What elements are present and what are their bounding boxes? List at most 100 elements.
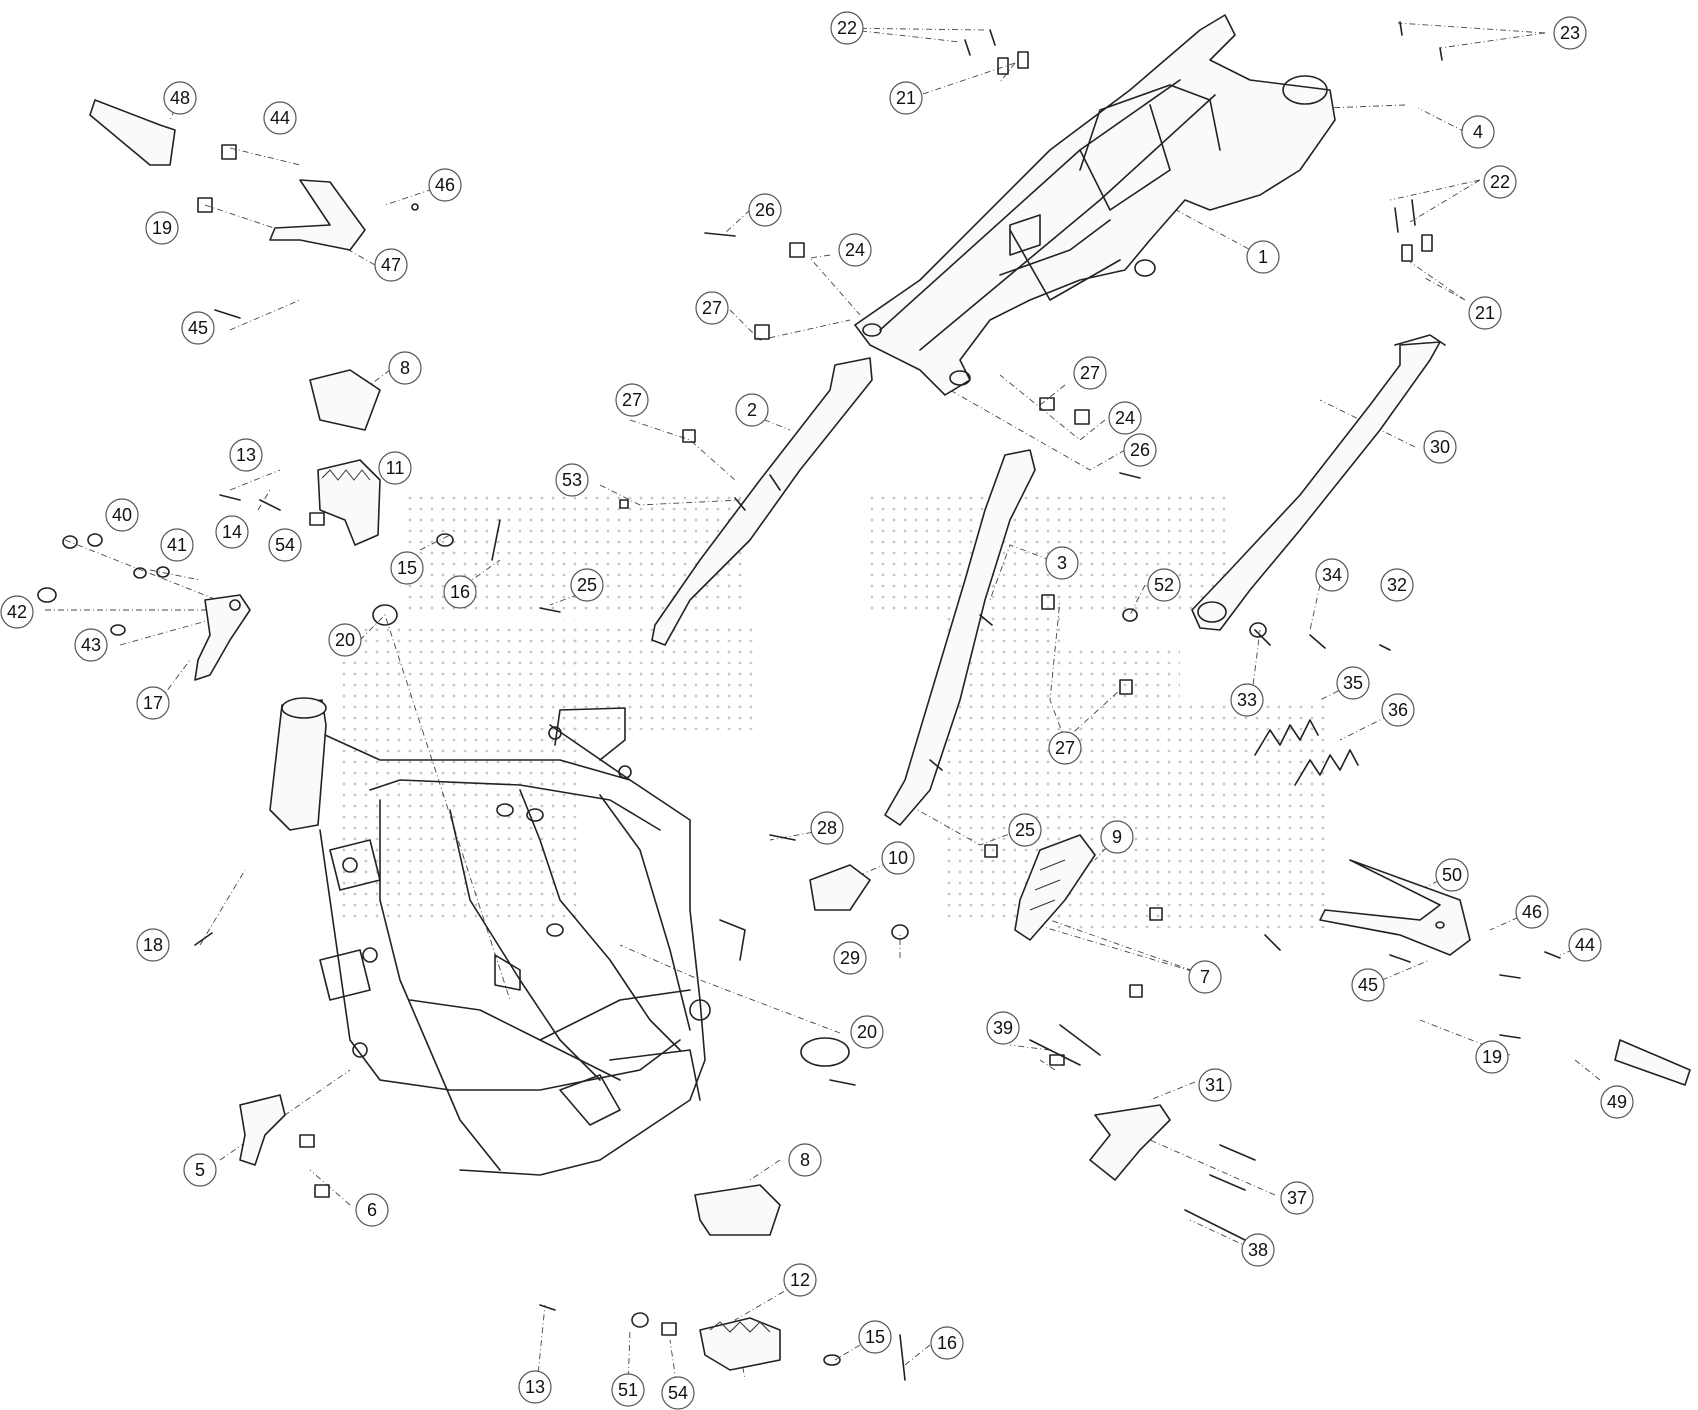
- passenger-peg-left: [89, 99, 176, 166]
- callout: 21: [1468, 296, 1502, 330]
- callout: 5: [183, 1153, 217, 1187]
- callout: 36: [1381, 693, 1415, 727]
- callout: 54: [661, 1376, 695, 1410]
- svg-text:24: 24: [1115, 408, 1135, 428]
- svg-text:11: 11: [386, 458, 405, 478]
- callout: 9: [1100, 820, 1134, 854]
- callout: 23: [1553, 16, 1587, 50]
- svg-text:26: 26: [755, 200, 775, 220]
- svg-text:35: 35: [1343, 673, 1363, 693]
- bracket-left: [194, 594, 251, 681]
- svg-text:44: 44: [1575, 935, 1595, 955]
- svg-text:21: 21: [1475, 303, 1495, 323]
- svg-text:26: 26: [1130, 440, 1150, 460]
- svg-text:15: 15: [865, 1327, 885, 1347]
- svg-text:37: 37: [1287, 1188, 1307, 1208]
- callout: 35: [1336, 666, 1370, 700]
- callout: 41: [160, 528, 194, 562]
- svg-text:13: 13: [525, 1377, 545, 1397]
- callout: 48: [163, 81, 197, 115]
- svg-text:6: 6: [367, 1200, 377, 1220]
- svg-text:19: 19: [152, 218, 172, 238]
- svg-text:10: 10: [888, 848, 908, 868]
- svg-text:48: 48: [170, 88, 190, 108]
- svg-text:25: 25: [1015, 820, 1035, 840]
- svg-text:45: 45: [1358, 975, 1378, 995]
- svg-text:16: 16: [450, 582, 470, 602]
- svg-text:39: 39: [993, 1018, 1013, 1038]
- callout: 16: [443, 575, 477, 609]
- callout: 51: [611, 1373, 645, 1407]
- engine-mount-bracket: [239, 1094, 286, 1166]
- svg-text:4: 4: [1473, 122, 1483, 142]
- callout: 49: [1600, 1085, 1634, 1119]
- svg-text:50: 50: [1442, 865, 1462, 885]
- callout: 43: [74, 628, 108, 662]
- callout: 22: [1483, 165, 1517, 199]
- watermark-pattern: [340, 495, 1330, 930]
- svg-text:17: 17: [143, 693, 163, 713]
- svg-text:2: 2: [747, 400, 757, 420]
- svg-text:12: 12: [790, 1270, 810, 1290]
- callout: 14: [215, 515, 249, 549]
- passenger-peg-bracket-left: [269, 179, 366, 251]
- callout: 37: [1280, 1181, 1314, 1215]
- svg-text:21: 21: [896, 88, 916, 108]
- callout: 31: [1198, 1068, 1232, 1102]
- svg-text:23: 23: [1560, 23, 1580, 43]
- callout: 3: [1045, 546, 1079, 580]
- svg-text:20: 20: [335, 630, 355, 650]
- callout-labels: 22 23 21 4 48 44 46 19 47 45 26 24 22 27…: [0, 11, 1634, 1410]
- skid-bracket: [809, 864, 871, 911]
- svg-text:27: 27: [1080, 363, 1100, 383]
- callout: 13: [229, 438, 263, 472]
- callout: 46: [428, 168, 462, 202]
- callout: 26: [748, 193, 782, 227]
- svg-text:27: 27: [702, 298, 722, 318]
- callout: 42: [0, 595, 34, 629]
- callout: 1: [1246, 240, 1280, 274]
- svg-text:41: 41: [167, 535, 187, 555]
- callout: 6: [355, 1193, 389, 1227]
- svg-text:49: 49: [1607, 1092, 1627, 1112]
- callout: 44: [1568, 928, 1602, 962]
- svg-text:46: 46: [1522, 902, 1542, 922]
- svg-text:46: 46: [435, 175, 455, 195]
- callout: 44: [263, 101, 297, 135]
- callout: 22: [830, 11, 864, 45]
- callout: 46: [1515, 895, 1549, 929]
- callout: 13: [518, 1370, 552, 1404]
- main-frame: [269, 697, 746, 1176]
- svg-text:3: 3: [1057, 553, 1067, 573]
- svg-text:43: 43: [81, 635, 101, 655]
- svg-text:13: 13: [236, 445, 256, 465]
- svg-text:30: 30: [1430, 437, 1450, 457]
- callout: 18: [136, 928, 170, 962]
- svg-text:27: 27: [1055, 738, 1075, 758]
- passenger-peg-bracket-right: [1319, 859, 1471, 956]
- svg-text:19: 19: [1482, 1047, 1502, 1067]
- footpeg-cover-lower: [694, 1184, 781, 1236]
- svg-text:27: 27: [622, 390, 642, 410]
- svg-text:34: 34: [1322, 565, 1342, 585]
- callout: 29: [833, 941, 867, 975]
- callout: 24: [838, 233, 872, 267]
- svg-text:16: 16: [937, 1333, 957, 1353]
- svg-text:42: 42: [7, 602, 27, 622]
- callout: 2: [735, 393, 769, 427]
- callout: 53: [555, 463, 589, 497]
- callout: 25: [570, 568, 604, 602]
- svg-text:18: 18: [143, 935, 163, 955]
- callout: 16: [930, 1326, 964, 1360]
- callout: 7: [1188, 960, 1222, 994]
- svg-text:52: 52: [1154, 575, 1174, 595]
- callout: 45: [181, 311, 215, 345]
- callout: 28: [810, 811, 844, 845]
- svg-text:32: 32: [1387, 575, 1407, 595]
- callout: 15: [390, 551, 424, 585]
- svg-text:31: 31: [1205, 1075, 1225, 1095]
- footpeg-lower: [699, 1317, 781, 1371]
- svg-text:36: 36: [1388, 700, 1408, 720]
- callout: 27: [1048, 731, 1082, 765]
- svg-text:1: 1: [1258, 247, 1268, 267]
